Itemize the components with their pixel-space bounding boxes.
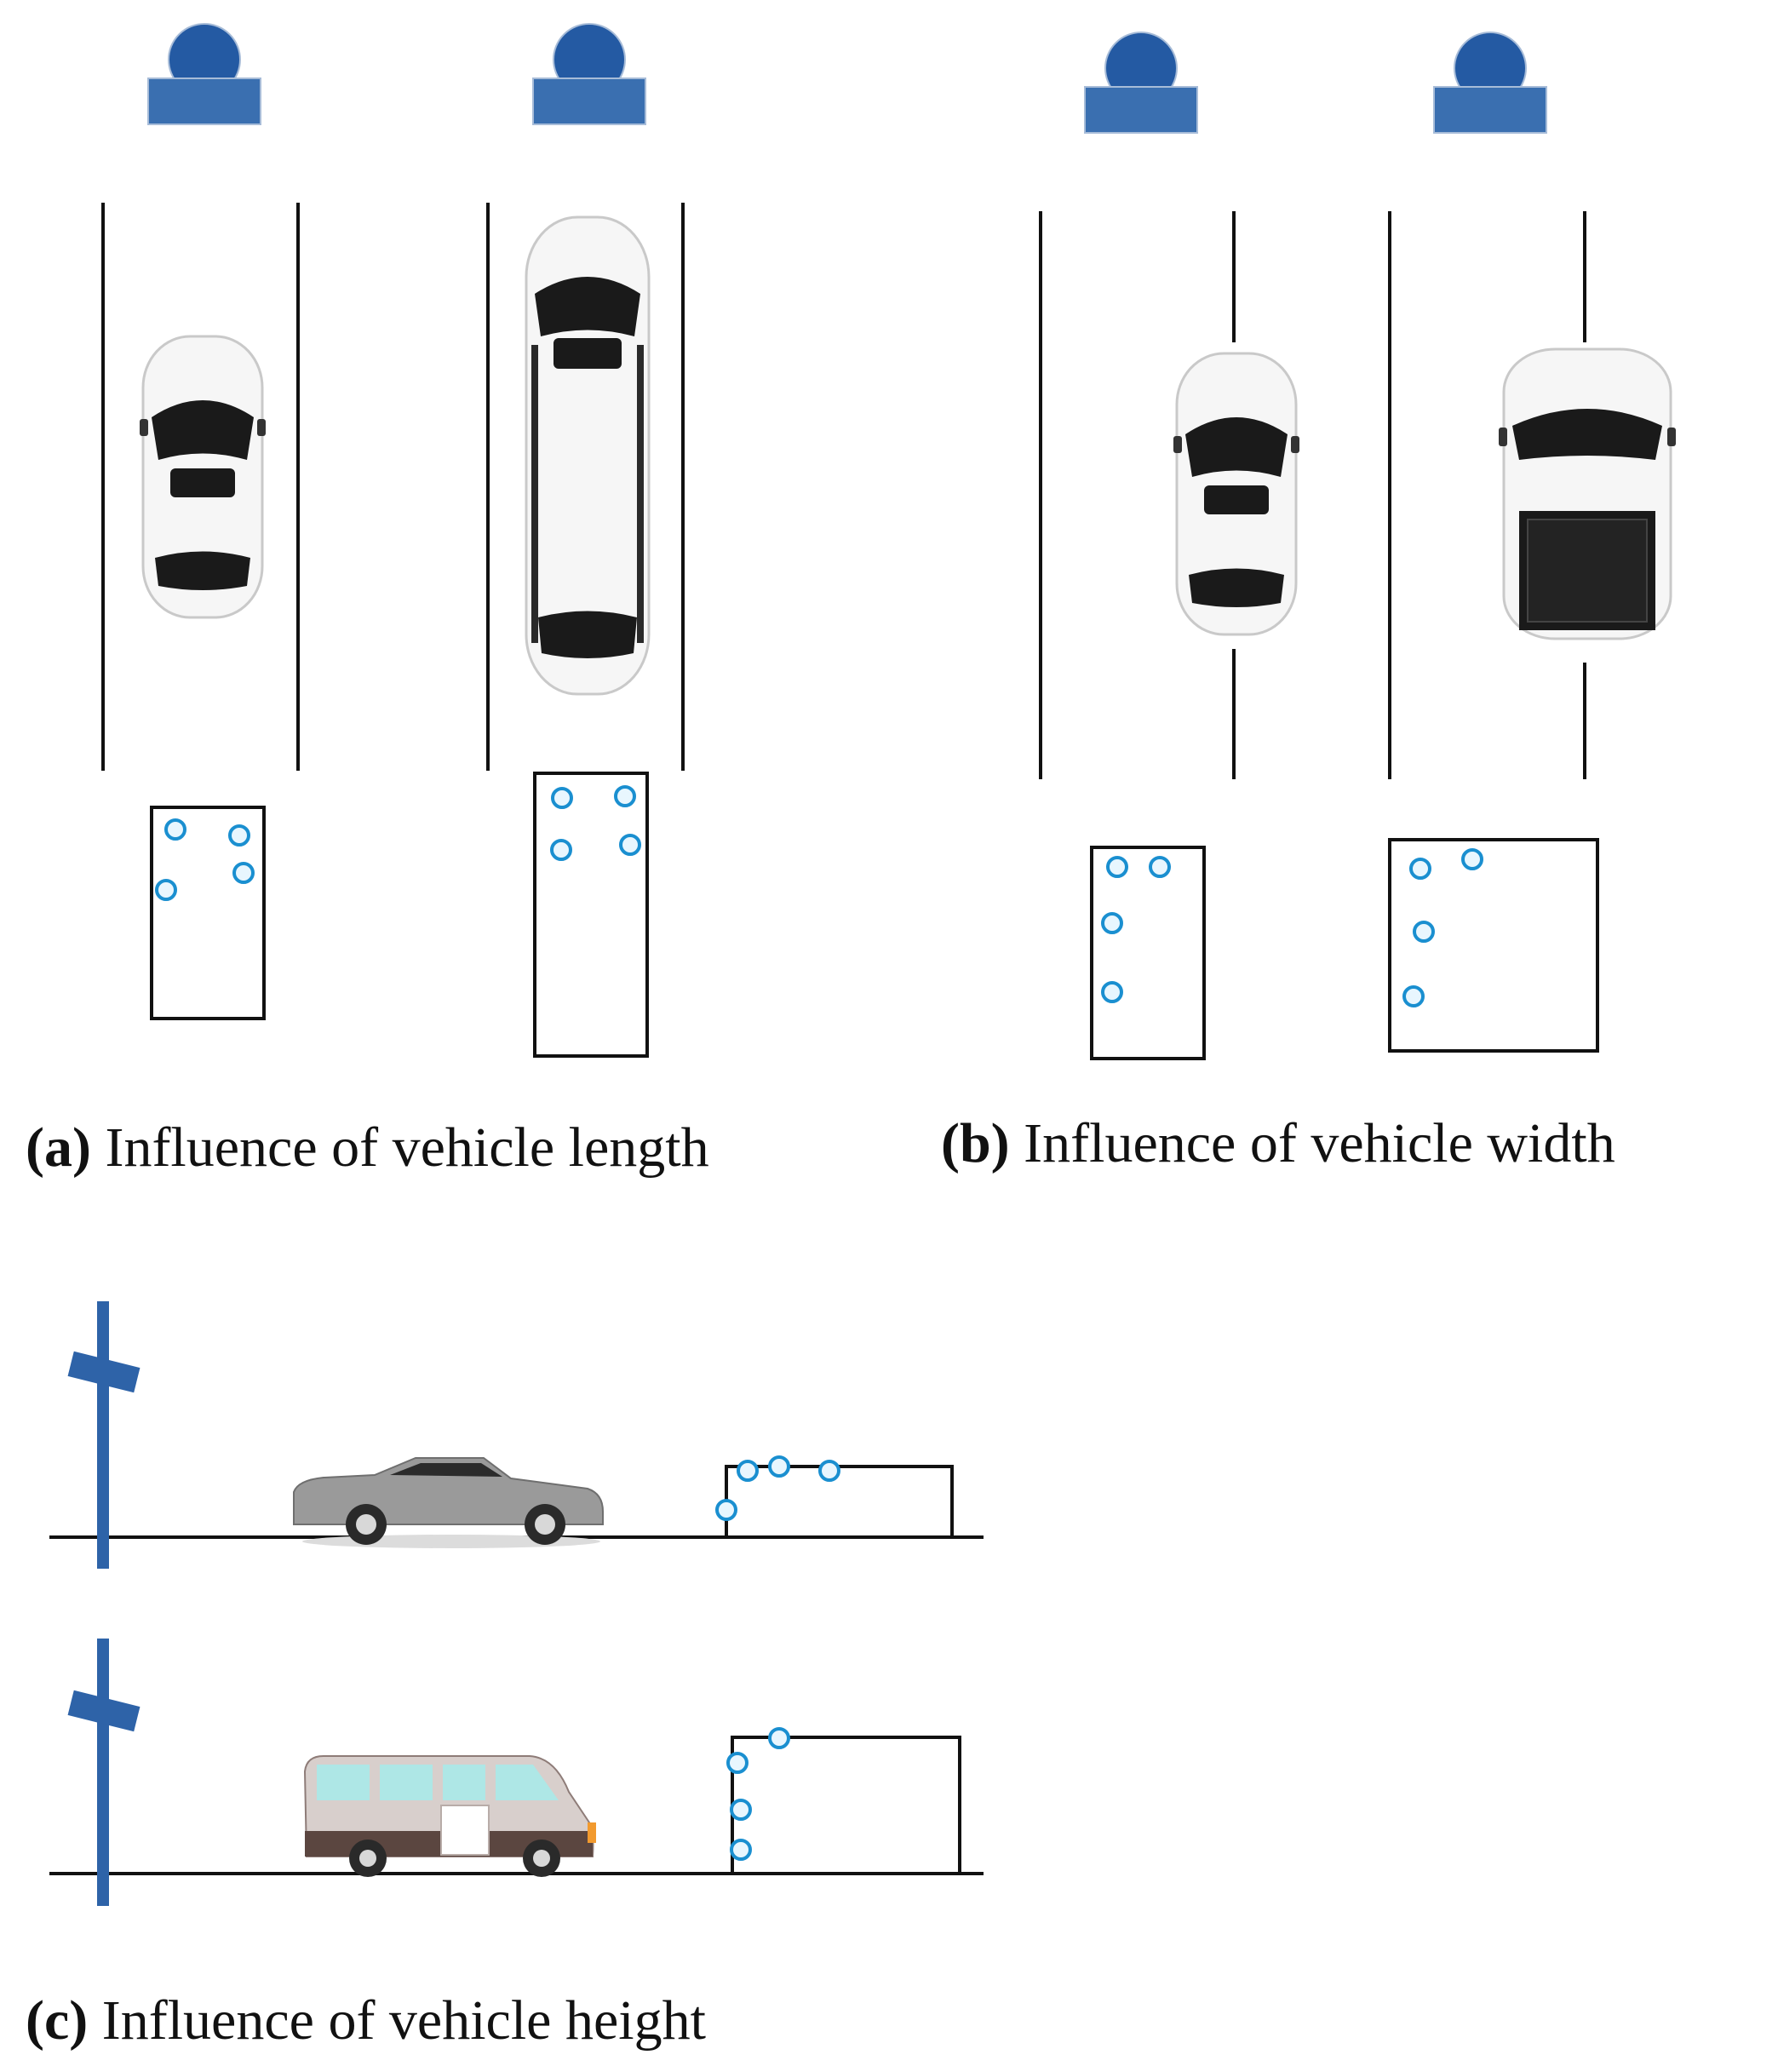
compact-car-top-icon: [1172, 352, 1301, 636]
roadside-sensor-icon: [1433, 32, 1547, 134]
sensor-pole-icon: [67, 1301, 141, 1569]
point-cloud-box: [1090, 846, 1206, 1060]
point-cloud-box: [533, 772, 649, 1058]
panel-b: [1039, 32, 1676, 1060]
sedan-side-icon: [293, 1457, 604, 1548]
minivan-side-icon: [303, 1755, 596, 1877]
caption-c: (c) Influence of vehicle height: [26, 1993, 706, 2049]
point-cloud-box: [1388, 838, 1599, 1053]
lane-lines: [1039, 211, 1586, 779]
roadside-sensor-icon: [1084, 32, 1198, 134]
roadside-sensor-icon: [532, 23, 646, 125]
panel-c: [49, 1301, 984, 1906]
caption-b-text: Influence of vehicle width: [1024, 1112, 1615, 1174]
compact-car-top-icon: [138, 335, 267, 619]
caption-b: (b) Influence of vehicle width: [941, 1116, 1615, 1172]
caption-a: (a) Influence of vehicle length: [26, 1120, 709, 1176]
point-cloud-outline: [715, 1455, 954, 1537]
point-cloud-outline: [726, 1727, 961, 1874]
panel-a: [101, 23, 685, 1058]
caption-a-label: (a): [26, 1116, 91, 1179]
caption-b-label: (b): [941, 1112, 1010, 1174]
sensor-pole-icon: [67, 1639, 141, 1906]
caption-c-text: Influence of vehicle height: [101, 1989, 706, 2052]
caption-a-text: Influence of vehicle length: [105, 1116, 709, 1179]
pickup-truck-top-icon: [1499, 347, 1676, 640]
roadside-sensor-icon: [147, 23, 261, 125]
limousine-top-icon: [525, 215, 651, 696]
caption-c-label: (c): [26, 1989, 89, 2052]
point-cloud-box: [150, 806, 266, 1020]
lane-lines: [101, 203, 685, 771]
